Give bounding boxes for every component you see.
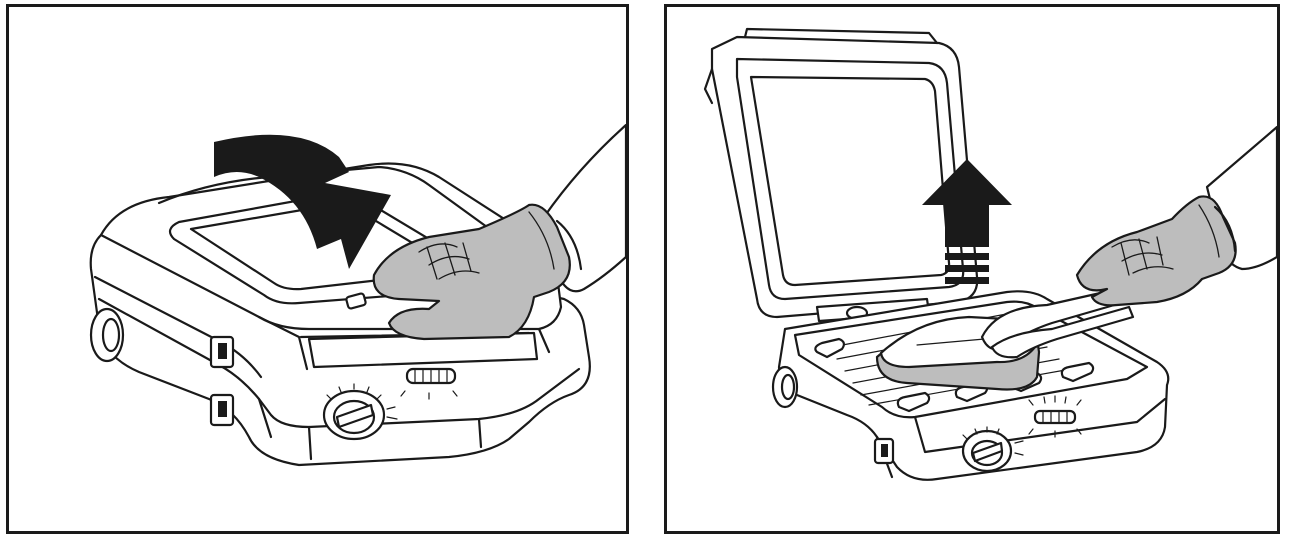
illustration-close-lid xyxy=(89,123,626,467)
grill-lid-open xyxy=(703,27,979,323)
panel-open-lid xyxy=(664,4,1280,534)
temperature-dial-icon xyxy=(322,383,398,441)
indicator-lights-icon xyxy=(1028,395,1082,438)
oven-mitt-icon xyxy=(1075,125,1277,307)
panel-close-lid xyxy=(6,4,629,534)
arrow-down-icon xyxy=(214,134,391,269)
arrow-up-icon xyxy=(922,159,1012,284)
oven-mitt-icon xyxy=(372,123,626,341)
illustration-open-lid xyxy=(703,27,1277,481)
temperature-dial-icon xyxy=(961,426,1024,473)
